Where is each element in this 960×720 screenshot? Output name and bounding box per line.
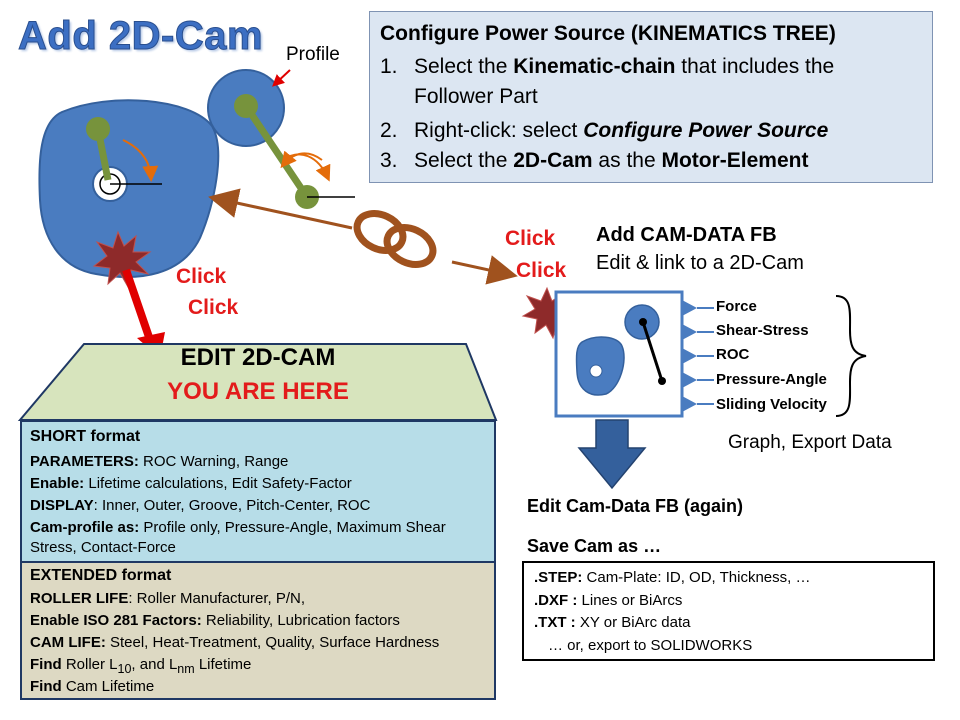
output-sliding-velocity: Sliding Velocity: [716, 396, 827, 413]
profile-label: Profile: [286, 44, 340, 65]
extended-format-heading: EXTENDED format: [30, 567, 172, 584]
brown-arrow-right: [451, 255, 518, 285]
down-arrow: [577, 419, 647, 490]
save-formats-box: .STEP: Cam-Plate: ID, OD, Thickness, … .…: [522, 561, 935, 661]
output-force: Force: [716, 298, 757, 315]
output-roc: ROC: [716, 346, 750, 363]
config-step-3: 3.Select the 2D-Cam as the Motor-Element: [380, 149, 809, 172]
fb-mini-bore: [589, 364, 603, 378]
fb-mini-cam: [575, 336, 625, 396]
camdata-title: Add CAM-DATA FB: [596, 224, 777, 246]
click-left-2: Click: [188, 296, 239, 319]
edit-house-title: EDIT 2D-CAM YOU ARE HERE: [20, 344, 496, 406]
chain-ring-right: [383, 224, 437, 268]
large-cam-shape[interactable]: [38, 99, 220, 278]
follower-joint-top: [234, 94, 258, 118]
profile-pointer-arrow: [272, 69, 291, 87]
brown-arrow-left: [208, 188, 353, 230]
extended-format-box: EXTENDED format ROLLER LIFE: Roller Manu…: [20, 563, 496, 700]
save-row-dxf: .DXF : Lines or BiArcs: [534, 592, 683, 609]
short-row-cam-profile: Cam-profile as: Profile only, Pressure-A…: [30, 519, 446, 556]
you-are-here-label: YOU ARE HERE: [167, 378, 349, 405]
save-row-step: .STEP: Cam-Plate: ID, OD, Thickness, …: [534, 569, 811, 586]
ext-row-iso-281: Enable ISO 281 Factors: Reliability, Lub…: [30, 612, 400, 629]
page-title: Add 2D-Cam: [17, 14, 264, 59]
fb-output-pins: [682, 300, 697, 412]
save-row-txt: .TXT : XY or BiArc data: [534, 614, 691, 631]
chain-ring-left: [353, 210, 407, 254]
save-row-solidworks: … or, export to SOLIDWORKS: [548, 637, 753, 654]
follower-rotation-arrow-back: [280, 150, 323, 169]
config-step-2: 2.Right-click: select Configure Power So…: [380, 119, 829, 142]
cam-rotation-arrow: [122, 139, 159, 182]
ext-row-find-roller: Find Roller L10, and Lnm Lifetime: [30, 656, 252, 676]
config-title: Configure Power Source (KINEMATICS TREE): [380, 22, 836, 45]
click-right-1: Click: [505, 227, 556, 250]
fb-mini-joint-top: [639, 318, 647, 326]
short-row-display: DISPLAY: Inner, Outer, Groove, Pitch-Cen…: [30, 497, 371, 514]
output-shear-stress: Shear-Stress: [716, 322, 809, 339]
short-format-heading: SHORT format: [30, 428, 141, 445]
edit-2d-cam-label: EDIT 2D-CAM: [180, 344, 336, 371]
ext-row-roller-life: ROLLER LIFE: Roller Manufacturer, P/N,: [30, 590, 306, 607]
fb-mini-link: [641, 321, 664, 382]
fb-mini-joint-bottom: [658, 377, 666, 385]
click-left-1: Click: [176, 265, 227, 288]
cam-green-joint: [86, 117, 110, 141]
output-pressure-angle: Pressure-Angle: [716, 371, 827, 388]
config-power-source-box: Configure Power Source (KINEMATICS TREE)…: [369, 11, 933, 183]
camdata-subtitle: Edit & link to a 2D-Cam: [596, 252, 804, 274]
follower-link: [243, 104, 310, 199]
short-row-parameters: PARAMETERS: ROC Warning, Range: [30, 453, 289, 470]
outputs-brace: [835, 295, 867, 417]
fb-output-lines: [697, 307, 714, 405]
red-arrow-to-edit: [122, 268, 154, 342]
ext-row-cam-life: CAM LIFE: Steel, Heat-Treatment, Quality…: [30, 634, 440, 651]
config-step-1: 1.Select the Kinematic-chain that includ…: [380, 55, 835, 108]
short-row-enable: Enable: Lifetime calculations, Edit Safe…: [30, 475, 352, 492]
ext-row-find-cam: Find Cam Lifetime: [30, 678, 155, 695]
graph-export-label: Graph, Export Data: [728, 432, 892, 453]
edit-camdata-again: Edit Cam-Data FB (again): [527, 496, 744, 516]
click-right-2: Click: [516, 259, 567, 282]
save-cam-as: Save Cam as …: [527, 536, 662, 556]
short-format-box: SHORT format PARAMETERS: ROC Warning, Ra…: [20, 420, 496, 563]
